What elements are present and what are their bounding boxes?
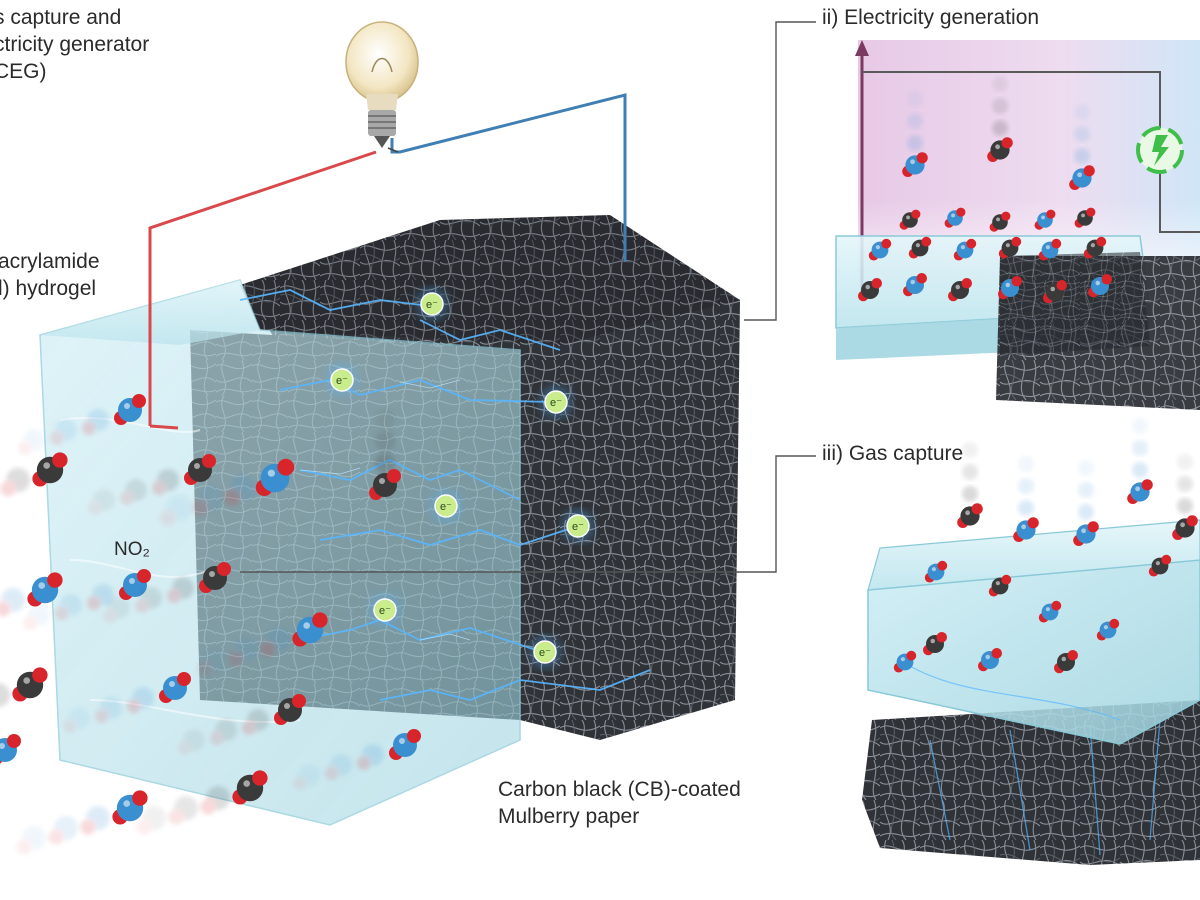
device-title: s capture and ctricity generator CEG) — [0, 4, 149, 85]
no2-molecule — [1038, 238, 1062, 261]
co2-molecule — [103, 562, 231, 623]
no2-molecule — [1013, 456, 1039, 543]
no2-molecule — [903, 273, 927, 297]
leader-lines — [240, 21, 816, 573]
co2-molecule — [957, 442, 983, 529]
no2-molecule — [1073, 460, 1099, 547]
gas-capture-panel — [862, 519, 1200, 865]
no2-molecule — [1127, 418, 1153, 504]
external-circuit — [148, 93, 627, 430]
title-line-2: ctricity generator — [0, 33, 150, 56]
electron-badge: e⁻ — [540, 386, 572, 418]
electron-badge: e⁻ — [562, 510, 594, 542]
carbon-black-paper-label: Carbon black (CB)-coated Mulberry paper — [498, 776, 741, 830]
electricity-generation-label: ii) Electricity generation — [822, 6, 1040, 29]
electron-symbol: e⁻ — [426, 299, 438, 311]
co2-molecule — [1148, 554, 1172, 577]
cb-line-1: Carbon black (CB)-coated — [498, 778, 741, 801]
no2-molecule — [0, 572, 63, 617]
co2-molecule — [0, 452, 68, 497]
no2-molecule — [1096, 618, 1120, 641]
electron-badge: e⁻ — [369, 594, 401, 626]
no2-molecule — [159, 458, 295, 526]
no2-molecule — [924, 560, 948, 583]
gas-molecules — [0, 76, 1198, 855]
hydrogel-line-1: acrylamide — [0, 250, 100, 273]
lightning-energy-icon — [1136, 126, 1184, 174]
co2-molecule — [923, 632, 947, 656]
co2-molecule — [1074, 207, 1096, 228]
electron-symbol: e⁻ — [336, 375, 348, 387]
co2-molecule — [948, 278, 972, 302]
no2-molecule — [0, 734, 21, 764]
co2-molecule — [369, 409, 401, 500]
electron-symbol: e⁻ — [572, 521, 584, 533]
no2-molecule — [978, 648, 1002, 672]
co2-molecule — [899, 209, 921, 230]
co2-molecule — [988, 574, 1012, 597]
no2-molecule — [293, 729, 421, 790]
electron-symbol: e⁻ — [379, 605, 391, 617]
co2-molecule — [178, 694, 306, 755]
no2-molecule — [63, 672, 191, 733]
no2-molecule — [868, 238, 892, 261]
co2-molecule — [0, 667, 48, 707]
co2-molecule — [1083, 236, 1107, 259]
main-cceg-device — [39, 215, 740, 826]
no2-molecule — [1038, 600, 1062, 623]
no2-molecule — [23, 569, 151, 630]
no2-molecule — [998, 276, 1022, 300]
hydrogel-line-2: l) hydrogel — [0, 277, 97, 300]
electron-badge: e⁻ — [326, 364, 358, 396]
cb-line-2: Mulberry paper — [498, 805, 640, 828]
no2-label: NO₂ — [114, 539, 150, 560]
electron-symbol: e⁻ — [440, 501, 452, 513]
co2-molecule — [1054, 650, 1078, 674]
co2-molecule — [88, 454, 216, 515]
no2-molecule — [1069, 104, 1095, 190]
electron-symbol: e⁻ — [550, 397, 562, 409]
co2-molecule — [1172, 454, 1198, 541]
co2-molecule — [1043, 280, 1067, 304]
light-bulb-icon — [345, 21, 419, 148]
co2-molecule — [989, 211, 1011, 232]
no2-molecule — [902, 91, 928, 177]
no2-molecule — [1034, 209, 1056, 230]
title-line-3: CEG) — [0, 60, 47, 83]
electron-badge: e⁻ — [529, 636, 561, 668]
gas-capture-label: iii) Gas capture — [822, 442, 964, 465]
no2-molecule — [1088, 274, 1112, 298]
no2-molecule — [18, 394, 146, 455]
co2-molecule — [136, 770, 268, 835]
electron-badge: e⁻ — [416, 288, 448, 320]
co2-molecule — [908, 236, 932, 259]
electron-badges: e⁻ e⁻ e⁻ e⁻ e⁻ e⁻ e⁻ — [326, 288, 594, 668]
hydrogel-label: acrylamide l) hydrogel — [0, 248, 100, 302]
no2-molecule — [944, 207, 966, 228]
electron-badge: e⁻ — [430, 490, 462, 522]
no2-molecule — [16, 790, 148, 855]
electricity-generation-panel — [835, 40, 1200, 410]
co2-molecule — [998, 236, 1022, 259]
electron-symbol: e⁻ — [539, 647, 551, 659]
co2-molecule — [858, 278, 882, 302]
co2-molecule — [987, 76, 1013, 162]
no2-molecule — [893, 650, 917, 673]
no2-molecule — [953, 238, 977, 261]
no2-molecule — [196, 612, 328, 677]
title-line-1: s capture and — [0, 6, 122, 29]
electron-sparks — [239, 289, 651, 701]
